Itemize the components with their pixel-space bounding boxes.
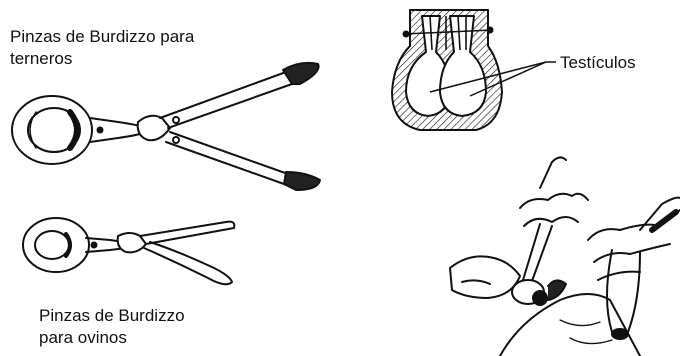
calf-burdizzo-pliers xyxy=(12,63,320,190)
castration-procedure-drawing xyxy=(450,157,680,356)
testicles-diagram xyxy=(392,10,556,130)
sheep-burdizzo-pliers xyxy=(23,218,234,284)
